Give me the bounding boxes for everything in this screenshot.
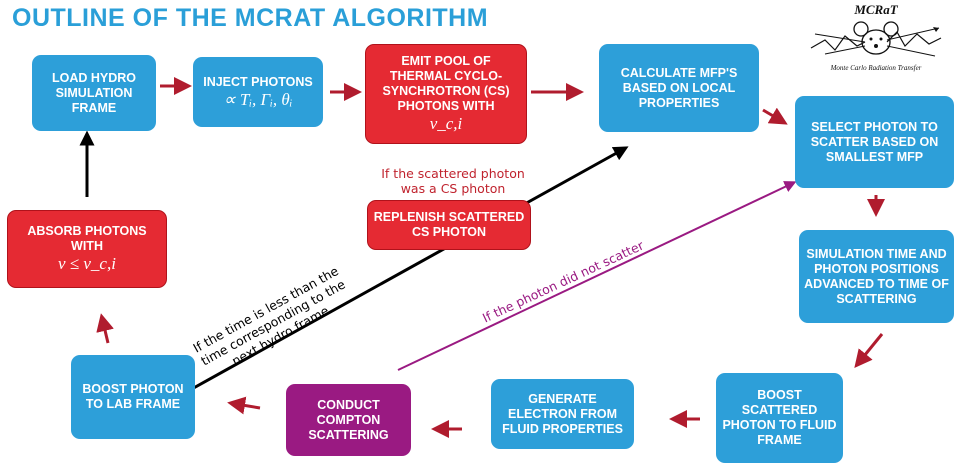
- advance-time-label: SIMULATION TIME AND PHOTON POSITIONS ADV…: [804, 246, 949, 306]
- mouse-icon: [810, 21, 942, 57]
- inject-photons-math: ∝ Tᵢ, Γᵢ, θᵢ: [223, 89, 293, 109]
- emit-pool-label: EMIT POOL OF THERMAL CYCLO-SYNCHROTRON (…: [382, 54, 510, 113]
- load-hydro-box: LOAD HYDRO SIMULATION FRAME: [32, 55, 156, 131]
- page-title: OUTLINE OF THE MCRAT ALGORITHM: [12, 4, 489, 32]
- boost-lab-box: BOOST PHOTON TO LAB FRAME: [71, 355, 195, 439]
- generate-electron-box: GENERATE ELECTRON FROM FLUID PROPERTIES: [491, 379, 634, 449]
- replenish-photon-box: REPLENISH SCATTERED CS PHOTON: [367, 200, 531, 250]
- calculate-mfp-label: CALCULATE MFP'S BASED ON LOCAL PROPERTIE…: [620, 65, 738, 110]
- generate-electron-label: GENERATE ELECTRON FROM FLUID PROPERTIES: [502, 391, 623, 436]
- absorb-photons-math: ν ≤ ν_c,i: [58, 254, 116, 273]
- load-hydro-label: LOAD HYDRO SIMULATION FRAME: [51, 70, 137, 115]
- arrow-advance-to-boost: [854, 333, 884, 368]
- boost-fluid-box: BOOST SCATTERED PHOTON TO FLUID FRAME: [716, 373, 843, 463]
- inject-photons-label: INJECT PHOTONS: [203, 74, 313, 89]
- inject-photons-box: INJECT PHOTONS ∝ Tᵢ, Γᵢ, θᵢ: [193, 57, 323, 127]
- arrow-time-loop: [189, 146, 629, 392]
- cs-photon-note-line1: If the scattered photon: [381, 166, 525, 181]
- absorb-photons-box: ABSORB PHOTONS WITH ν ≤ ν_c,i: [7, 210, 167, 288]
- cs-photon-note: If the scattered photon was a CS photon: [370, 166, 536, 196]
- logo-name: MCRaT: [854, 2, 898, 17]
- boost-fluid-label: BOOST SCATTERED PHOTON TO FLUID FRAME: [722, 388, 837, 447]
- arrow-mfp-to-select: [762, 107, 788, 125]
- absorb-photons-label: ABSORB PHOTONS WITH: [27, 224, 147, 253]
- arrow-no-scatter: [397, 181, 797, 371]
- select-photon-label: SELECT PHOTON TO SCATTER BASED ON SMALLE…: [810, 119, 939, 164]
- mcrat-logo: MCRaT Monte Carlo Radiation Transfer: [805, 2, 947, 74]
- arrow-compton-to-boostlab: [227, 396, 261, 415]
- advance-time-box: SIMULATION TIME AND PHOTON POSITIONS ADV…: [799, 230, 954, 323]
- replenish-photon-label: REPLENISH SCATTERED CS PHOTON: [373, 210, 525, 239]
- calculate-mfp-box: CALCULATE MFP'S BASED ON LOCAL PROPERTIE…: [599, 44, 759, 132]
- arrow-boostlab-to-absorb: [96, 313, 114, 344]
- emit-pool-box: EMIT POOL OF THERMAL CYCLO-SYNCHROTRON (…: [365, 44, 527, 144]
- compton-scattering-label: CONDUCT COMPTON SCATTERING: [308, 397, 389, 442]
- logo-subtitle: Monte Carlo Radiation Transfer: [830, 64, 922, 72]
- select-photon-box: SELECT PHOTON TO SCATTER BASED ON SMALLE…: [795, 96, 954, 188]
- cs-photon-note-line2: was a CS photon: [400, 181, 506, 196]
- boost-lab-label: BOOST PHOTON TO LAB FRAME: [82, 382, 184, 411]
- emit-pool-math: ν_c,i: [429, 114, 463, 133]
- compton-scattering-box: CONDUCT COMPTON SCATTERING: [286, 384, 411, 456]
